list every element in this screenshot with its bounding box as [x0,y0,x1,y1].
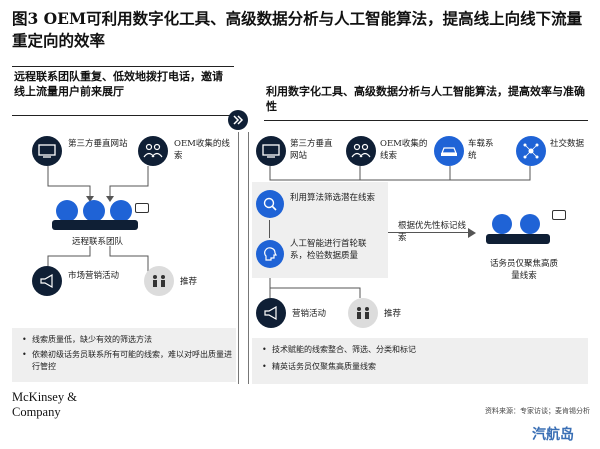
right-car-label: 车载系统 [468,139,494,161]
website-icon [32,136,62,166]
right-oem-label: OEM收集的线索 [380,139,428,161]
megaphone-icon [32,266,62,296]
right-agents-label: 话务员仅聚焦高质量线索 [489,259,558,281]
right-algo-label: 利用算法筛选潜在线索 [290,193,376,203]
desk-shape [486,234,550,244]
watermark: 汽航岛 [532,427,574,443]
left-heading: 远程联系团队重复、低效地拨打电话，邀请线上流量用户前来展厅 [14,70,223,98]
divider-left [238,132,239,384]
left-team-label: 远程联系团队 [72,237,124,247]
source-note: 资料来源：专家访谈；麦肯锡分析 [485,407,590,415]
page-title: 图3 OEM可利用数字化工具、高级数据分析与人工智能算法，提高线上向线下流量重定… [12,9,583,50]
left-referral-label: 推荐 [180,277,198,287]
left-top-rule [12,66,234,67]
left-bottom-rule [12,115,234,116]
right-ai-label: 人工智能进行首轮联系，检验数据质量 [290,239,367,261]
right-top-rule [264,120,588,121]
referral-icon [348,298,378,328]
right-heading: 利用数字化工具、高级数据分析与人工智能算法，提高效率与准确性 [266,85,585,113]
speech-bubble-icon [135,203,149,213]
elite-agents [486,208,556,254]
agent-icon [83,200,105,222]
agent-icon [110,200,132,222]
agent-icon [492,214,512,234]
right-social-label: 社交数据 [550,139,585,149]
left-bottom-arrows [47,246,149,274]
ai-head-icon [256,240,284,268]
arrow-head [468,228,476,238]
megaphone-icon [256,298,286,328]
mckinsey-logo: McKinsey & Company [12,390,77,419]
left-website-label: 第三方垂直网站 [68,139,128,149]
speech-bubble-icon [552,210,566,220]
magnifier-icon [256,190,284,218]
right-marketing-label: 营销活动 [292,309,327,319]
agent-icon [56,200,78,222]
oem-people-icon [138,136,168,166]
oem-people-icon [346,136,376,166]
bullet-item: 技术赋能的线索整合、筛选、分类和标记 [260,344,590,356]
agent-icon [520,214,540,234]
bullet-item: 精英话务员仅聚焦高质量线索 [260,361,590,373]
process-arrow [269,220,270,238]
bullet-item: 线索质量低，缺少有效的筛选方法 [20,334,238,346]
right-top-connectors [269,166,531,181]
left-top-arrows [47,166,149,202]
left-marketing-label: 市场营销活动 [68,271,120,281]
right-priority-label: 根据优先性标记线索 [398,221,467,243]
car-icon [434,136,464,166]
network-icon [516,136,546,166]
website-icon [256,136,286,166]
desk-shape [52,220,138,230]
left-oem-label: OEM收集的线索 [174,139,230,161]
divider-right [248,132,249,384]
left-bullet-box: 线索质量低，缺少有效的筛选方法 依赖初级话务员联系所有可能的线索，难以对呼出质量… [12,328,236,382]
right-bullet-box: 技术赋能的线索整合、筛选、分类和标记 精英话务员仅聚焦高质量线索 [252,338,588,384]
right-bottom-connectors [269,278,361,298]
bullet-item: 依赖初级话务员联系所有可能的线索，难以对呼出质量进行管控 [20,349,238,373]
right-website-label: 第三方垂直网站 [290,139,333,161]
priority-arrow [388,232,472,233]
call-team-agents [52,198,138,234]
referral-icon [144,266,174,296]
right-referral-label: 推荐 [384,309,402,319]
chevron-right-icon [228,110,248,130]
